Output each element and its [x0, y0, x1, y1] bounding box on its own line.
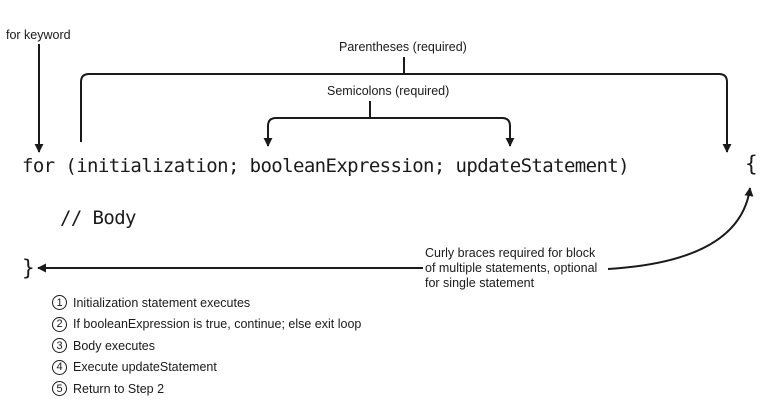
step-item: 1 Initialization statement executes: [52, 292, 361, 314]
body-comment: // Body: [60, 207, 136, 229]
open-brace: {: [745, 152, 758, 176]
for-keyword-label: for keyword: [6, 28, 71, 42]
step-item: 2 If booleanExpression is true, continue…: [52, 314, 361, 336]
close-brace: }: [22, 256, 35, 280]
curly-braces-note: Curly braces required for block of multi…: [425, 246, 625, 291]
curly-braces-note-line: Curly braces required for block: [425, 246, 596, 260]
semicolons-bracket: [263, 117, 515, 147]
step-text: If booleanExpression is true, continue; …: [73, 317, 362, 332]
curly-to-open-arrow: [607, 187, 754, 270]
curly-braces-note-line: for single statement: [425, 276, 535, 290]
for-loop-header: for (initialization; booleanExpression; …: [22, 155, 630, 177]
execution-steps: 1 Initialization statement executes 2 If…: [52, 292, 361, 400]
step-number-circle: 3: [52, 338, 67, 354]
step-number-circle: 2: [52, 316, 67, 332]
step-item: 4 Execute updateStatement: [52, 357, 361, 379]
step-item: 5 Return to Step 2: [52, 378, 361, 400]
step-number-circle: 1: [52, 295, 67, 311]
step-number-circle: 4: [52, 359, 67, 375]
step-text: Body executes: [73, 338, 155, 353]
step-text: Return to Step 2: [73, 381, 165, 396]
semicolons-label: Semicolons (required): [327, 84, 450, 98]
step-number-circle: 5: [52, 381, 67, 397]
step-text: Execute updateStatement: [73, 360, 217, 375]
parentheses-label: Parentheses (required): [339, 40, 467, 54]
curly-braces-note-line: of multiple statements, optional: [425, 261, 598, 275]
step-item: 3 Body executes: [52, 335, 361, 357]
step-text: Initialization statement executes: [73, 295, 251, 310]
